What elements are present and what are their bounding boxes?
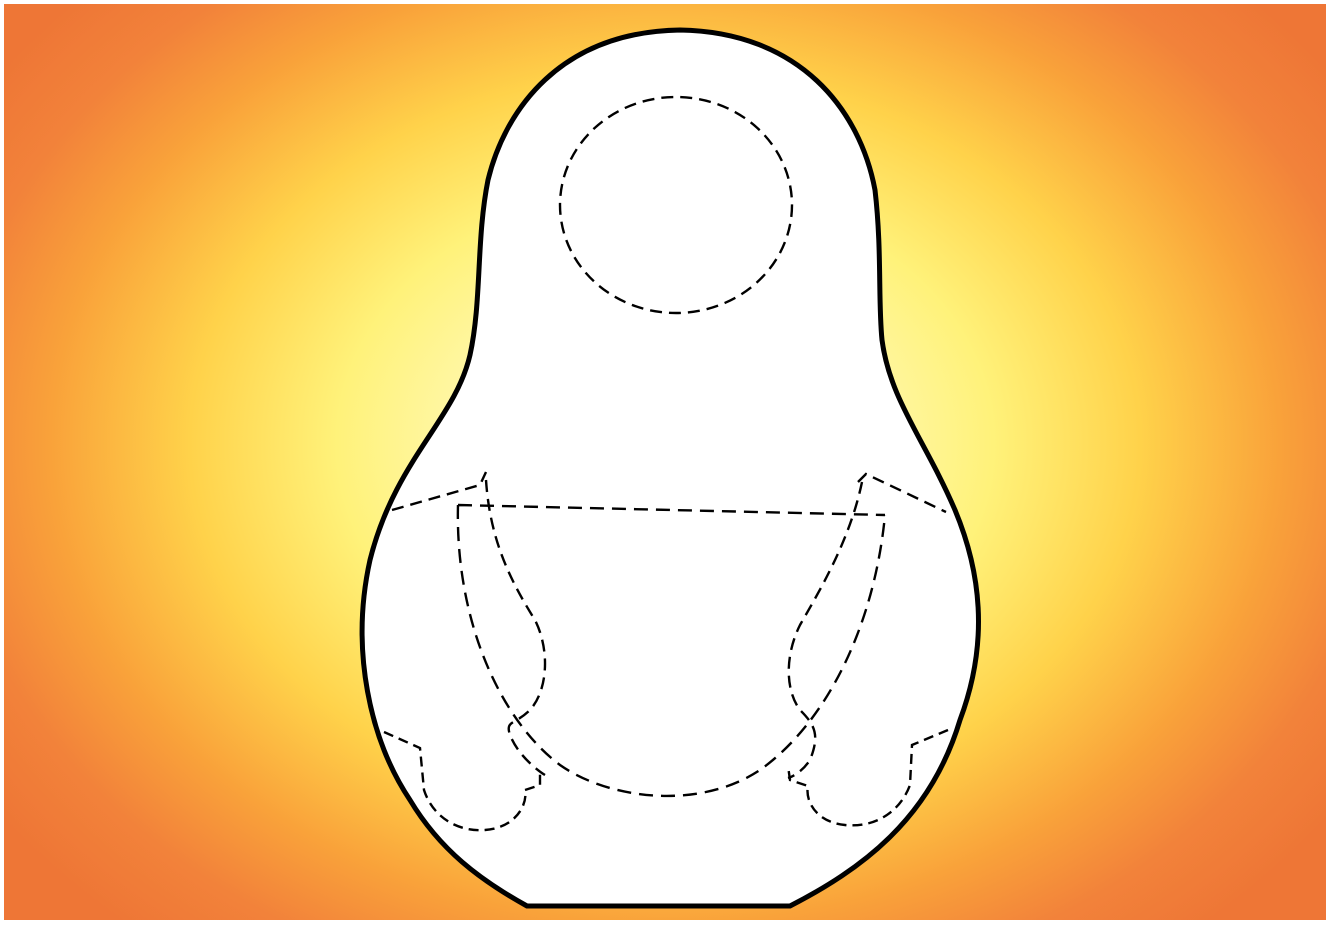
doll-body-outline <box>362 30 978 906</box>
